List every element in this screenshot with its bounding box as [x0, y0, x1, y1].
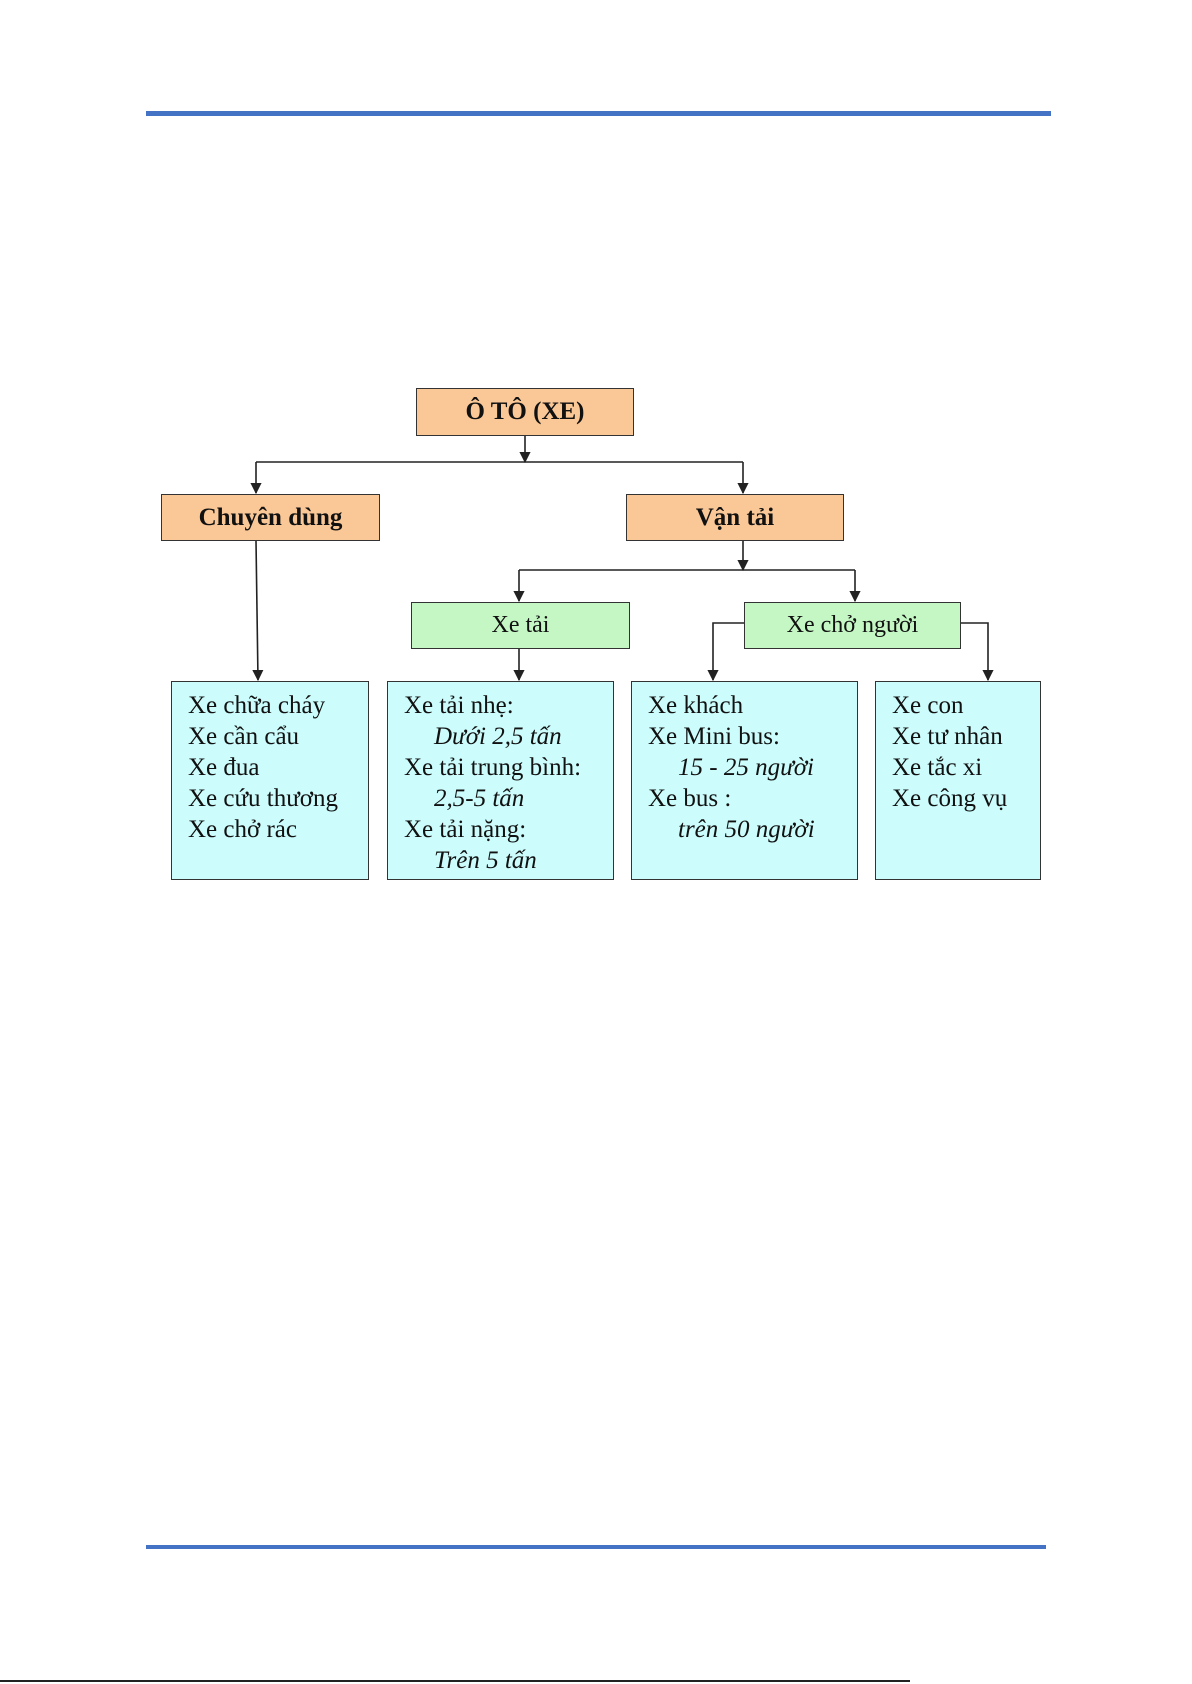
- leaf-item-note: 15 - 25 người: [648, 752, 857, 783]
- leaf-xe-con: Xe con Xe tư nhân Xe tắc xi Xe công vụ: [875, 681, 1041, 880]
- connector-xechonguoi-leaf4: [961, 623, 988, 680]
- node-van-tai: Vận tải: [626, 494, 844, 541]
- leaf-item: Xe chữa cháy: [188, 690, 368, 721]
- leaf-item: Xe tải nặng:: [404, 814, 613, 845]
- node-chuyen-dung: Chuyên dùng: [161, 494, 380, 541]
- leaf-item: Xe đua: [188, 752, 368, 783]
- leaf-item: Xe tải nhẹ:: [404, 690, 613, 721]
- leaf-item: Xe tắc xi: [892, 752, 1040, 783]
- node-xe-tai: Xe tải: [411, 602, 630, 649]
- leaf-item: Xe công vụ: [892, 783, 1040, 814]
- node-xe-cho-nguoi-label: Xe chở người: [787, 612, 919, 639]
- root-node: Ô TÔ (XE): [416, 388, 634, 436]
- leaf-item: Xe Mini bus:: [648, 721, 857, 752]
- connector-chuyendung-leaf: [256, 541, 258, 680]
- leaf-item-note: Dưới 2,5 tấn: [404, 721, 613, 752]
- node-xe-cho-nguoi: Xe chở người: [744, 602, 961, 649]
- node-xe-tai-label: Xe tải: [492, 612, 550, 639]
- leaf-item-note: Trên 5 tấn: [404, 845, 613, 876]
- leaf-item: Xe bus :: [648, 783, 857, 814]
- leaf-item: Xe tư nhân: [892, 721, 1040, 752]
- leaf-item: Xe cứu thương: [188, 783, 368, 814]
- leaf-xe-tai: Xe tải nhẹ: Dưới 2,5 tấn Xe tải trung bì…: [387, 681, 614, 880]
- leaf-item: Xe chở rác: [188, 814, 368, 845]
- leaf-item: Xe tải trung bình:: [404, 752, 613, 783]
- leaf-item: Xe con: [892, 690, 1040, 721]
- leaf-item: Xe khách: [648, 690, 857, 721]
- leaf-item-note: trên 50 người: [648, 814, 857, 845]
- node-van-tai-label: Vận tải: [696, 504, 774, 532]
- leaf-item: Xe cần cẩu: [188, 721, 368, 752]
- leaf-xe-khach: Xe khách Xe Mini bus: 15 - 25 người Xe b…: [631, 681, 858, 880]
- leaf-item-note: 2,5-5 tấn: [404, 783, 613, 814]
- root-node-label: Ô TÔ (XE): [466, 398, 585, 426]
- node-chuyen-dung-label: Chuyên dùng: [199, 504, 343, 532]
- connector-xechonguoi-leaf3: [713, 623, 744, 680]
- leaf-chuyen-dung: Xe chữa cháy Xe cần cẩu Xe đua Xe cứu th…: [171, 681, 369, 880]
